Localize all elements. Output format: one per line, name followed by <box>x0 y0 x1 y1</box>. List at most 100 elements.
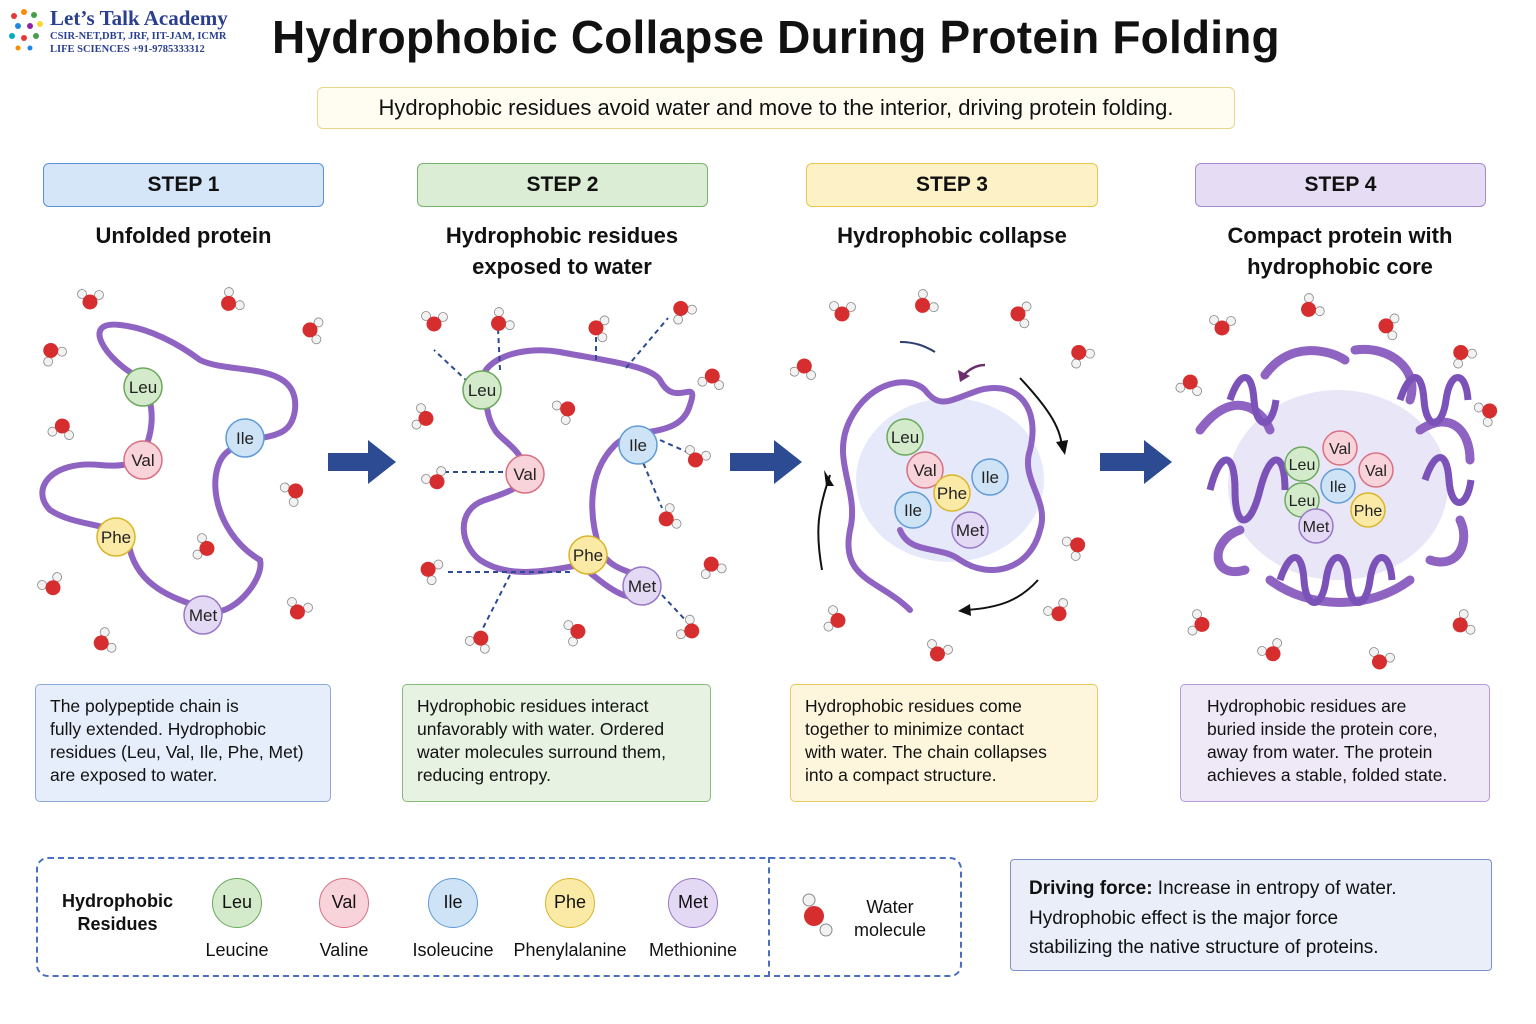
step-1-description: The polypeptide chain is fully extended.… <box>35 684 331 802</box>
met-residue: Met <box>183 595 223 635</box>
step-2-badge: STEP 2 <box>417 163 708 207</box>
water-molecule-icon <box>697 368 724 390</box>
svg-text:Val: Val <box>913 461 936 480</box>
water-molecule-icon <box>420 559 444 586</box>
water-molecule-icon <box>1175 374 1202 396</box>
ile-residue: Ile <box>618 425 658 465</box>
water-molecule-icon <box>927 639 953 662</box>
svg-text:Met: Met <box>956 521 985 540</box>
met-residue-icon: Met <box>668 878 718 928</box>
water-molecule-icon <box>1061 536 1086 561</box>
water-molecule-icon <box>1369 647 1395 670</box>
svg-text:Ile: Ile <box>904 501 922 520</box>
legend-panel <box>36 857 962 977</box>
legend-item-phenylalanine: Phe Phenylalanine <box>510 878 630 961</box>
unfolded-chain <box>39 321 299 615</box>
val-residue-icon: Val <box>319 878 369 928</box>
step-3-description-text: Hydrophobic residues come together to mi… <box>805 696 1047 785</box>
svg-text:Phe: Phe <box>937 484 967 503</box>
water-molecule-icon <box>221 287 245 311</box>
svg-text:Met: Met <box>628 577 657 596</box>
water-molecule-icon <box>551 400 576 425</box>
water-molecule-icon <box>802 893 833 937</box>
water-molecule-icon <box>1453 344 1477 369</box>
val-residue: Val <box>123 440 163 480</box>
academy-logo: Let’s Talk Academy CSIR-NET,DBT, JRF, II… <box>6 4 256 56</box>
water-molecule-icon <box>1010 301 1032 329</box>
legend-label-methionine: Methionine <box>648 940 738 960</box>
svg-text:Phe: Phe <box>101 528 131 547</box>
driving-force-text-1: Increase in entropy of water. <box>1152 878 1397 899</box>
svg-text:Val: Val <box>1329 441 1351 458</box>
arrow-right-icon <box>730 440 802 484</box>
logo-tagline: CSIR-NET,DBT, JRF, IIT-JAM, ICMR <box>50 31 227 42</box>
water-molecule-icon <box>685 445 711 468</box>
arrow-right-icon <box>328 440 396 484</box>
val-residue: Val <box>505 454 545 494</box>
water-molecule-icon <box>829 301 856 322</box>
water-molecule-icon <box>1257 638 1283 662</box>
water-molecule-icon <box>302 317 324 345</box>
step-3-description: Hydrophobic residues come together to mi… <box>790 684 1098 802</box>
panel-1-waters <box>37 287 324 653</box>
water-molecule-icon <box>588 315 610 343</box>
val-residue: Val <box>906 451 944 489</box>
phe-residue: Phe <box>933 474 971 512</box>
leu-residue: Leu <box>462 370 502 410</box>
step-4-description-text: Hydrophobic residues are buried inside t… <box>1207 696 1448 785</box>
driving-force-text-2: Hydrophobic effect is the major force <box>1029 907 1339 929</box>
svg-text:Met: Met <box>1303 519 1330 536</box>
panel-3-waters <box>790 289 1095 662</box>
legend-item-isoleucine: Ile Isoleucine <box>393 878 513 961</box>
met-residue: Met <box>951 511 989 549</box>
logo-name: Let’s Talk Academy <box>50 6 228 30</box>
step-1-badge: STEP 1 <box>43 163 324 207</box>
svg-text:Leu: Leu <box>129 378 157 397</box>
met-residue: Met <box>1298 508 1334 544</box>
step-2-description-text: Hydrophobic residues interact unfavorabl… <box>417 696 666 785</box>
step-4-heading: Compact protein with hydrophobic core <box>1227 223 1453 279</box>
svg-text:Leu: Leu <box>1289 457 1316 474</box>
legend-item-valine: Val Valine <box>284 878 404 961</box>
arrow-right-icon <box>1100 440 1172 484</box>
svg-text:Val: Val <box>1365 463 1387 480</box>
water-molecule-icon <box>491 307 515 331</box>
water-molecule-icon <box>1473 402 1498 427</box>
phe-residue: Phe <box>568 535 608 575</box>
collapsing-chain <box>839 379 1045 613</box>
rotation-arrow-icon <box>817 474 831 571</box>
water-molecule-icon <box>1187 609 1210 636</box>
hydrogen-bond-lines <box>433 317 697 631</box>
step-2-description: Hydrophobic residues interact unfavorabl… <box>402 684 711 802</box>
legend-label-leucine: Leucine <box>205 940 269 960</box>
water-molecule-icon <box>563 620 586 647</box>
step-4-description: Hydrophobic residues are buried inside t… <box>1180 684 1490 802</box>
water-molecule-icon <box>279 482 304 507</box>
svg-text:Met: Met <box>189 606 218 625</box>
water-molecule-icon <box>411 403 434 430</box>
leu-residue: Leu <box>123 367 163 407</box>
step-1-heading: Unfolded protein <box>95 223 272 248</box>
water-molecule-icon <box>421 466 447 490</box>
driving-force-box: Driving force: Increase in entropy of wa… <box>1010 859 1492 971</box>
svg-text:Ile: Ile <box>981 468 999 487</box>
water-molecule-icon <box>676 614 700 640</box>
legend-title: Hydrophobic Residues <box>62 891 173 934</box>
ile-residue-icon: Ile <box>428 878 478 928</box>
svg-text:Leu: Leu <box>1289 493 1316 510</box>
leu-residue: Leu <box>1284 446 1320 482</box>
legend-label-phenylalanine: Phenylalanine <box>513 940 627 960</box>
phe-residue: Phe <box>1350 492 1386 528</box>
step-3-heading: Hydrophobic collapse <box>837 223 1067 248</box>
water-molecule-icon <box>77 289 104 310</box>
step-2-heading: Hydrophobic residues exposed to water <box>445 223 679 279</box>
water-molecule-icon <box>43 342 67 367</box>
legend-label-isoleucine: Isoleucine <box>412 940 494 960</box>
